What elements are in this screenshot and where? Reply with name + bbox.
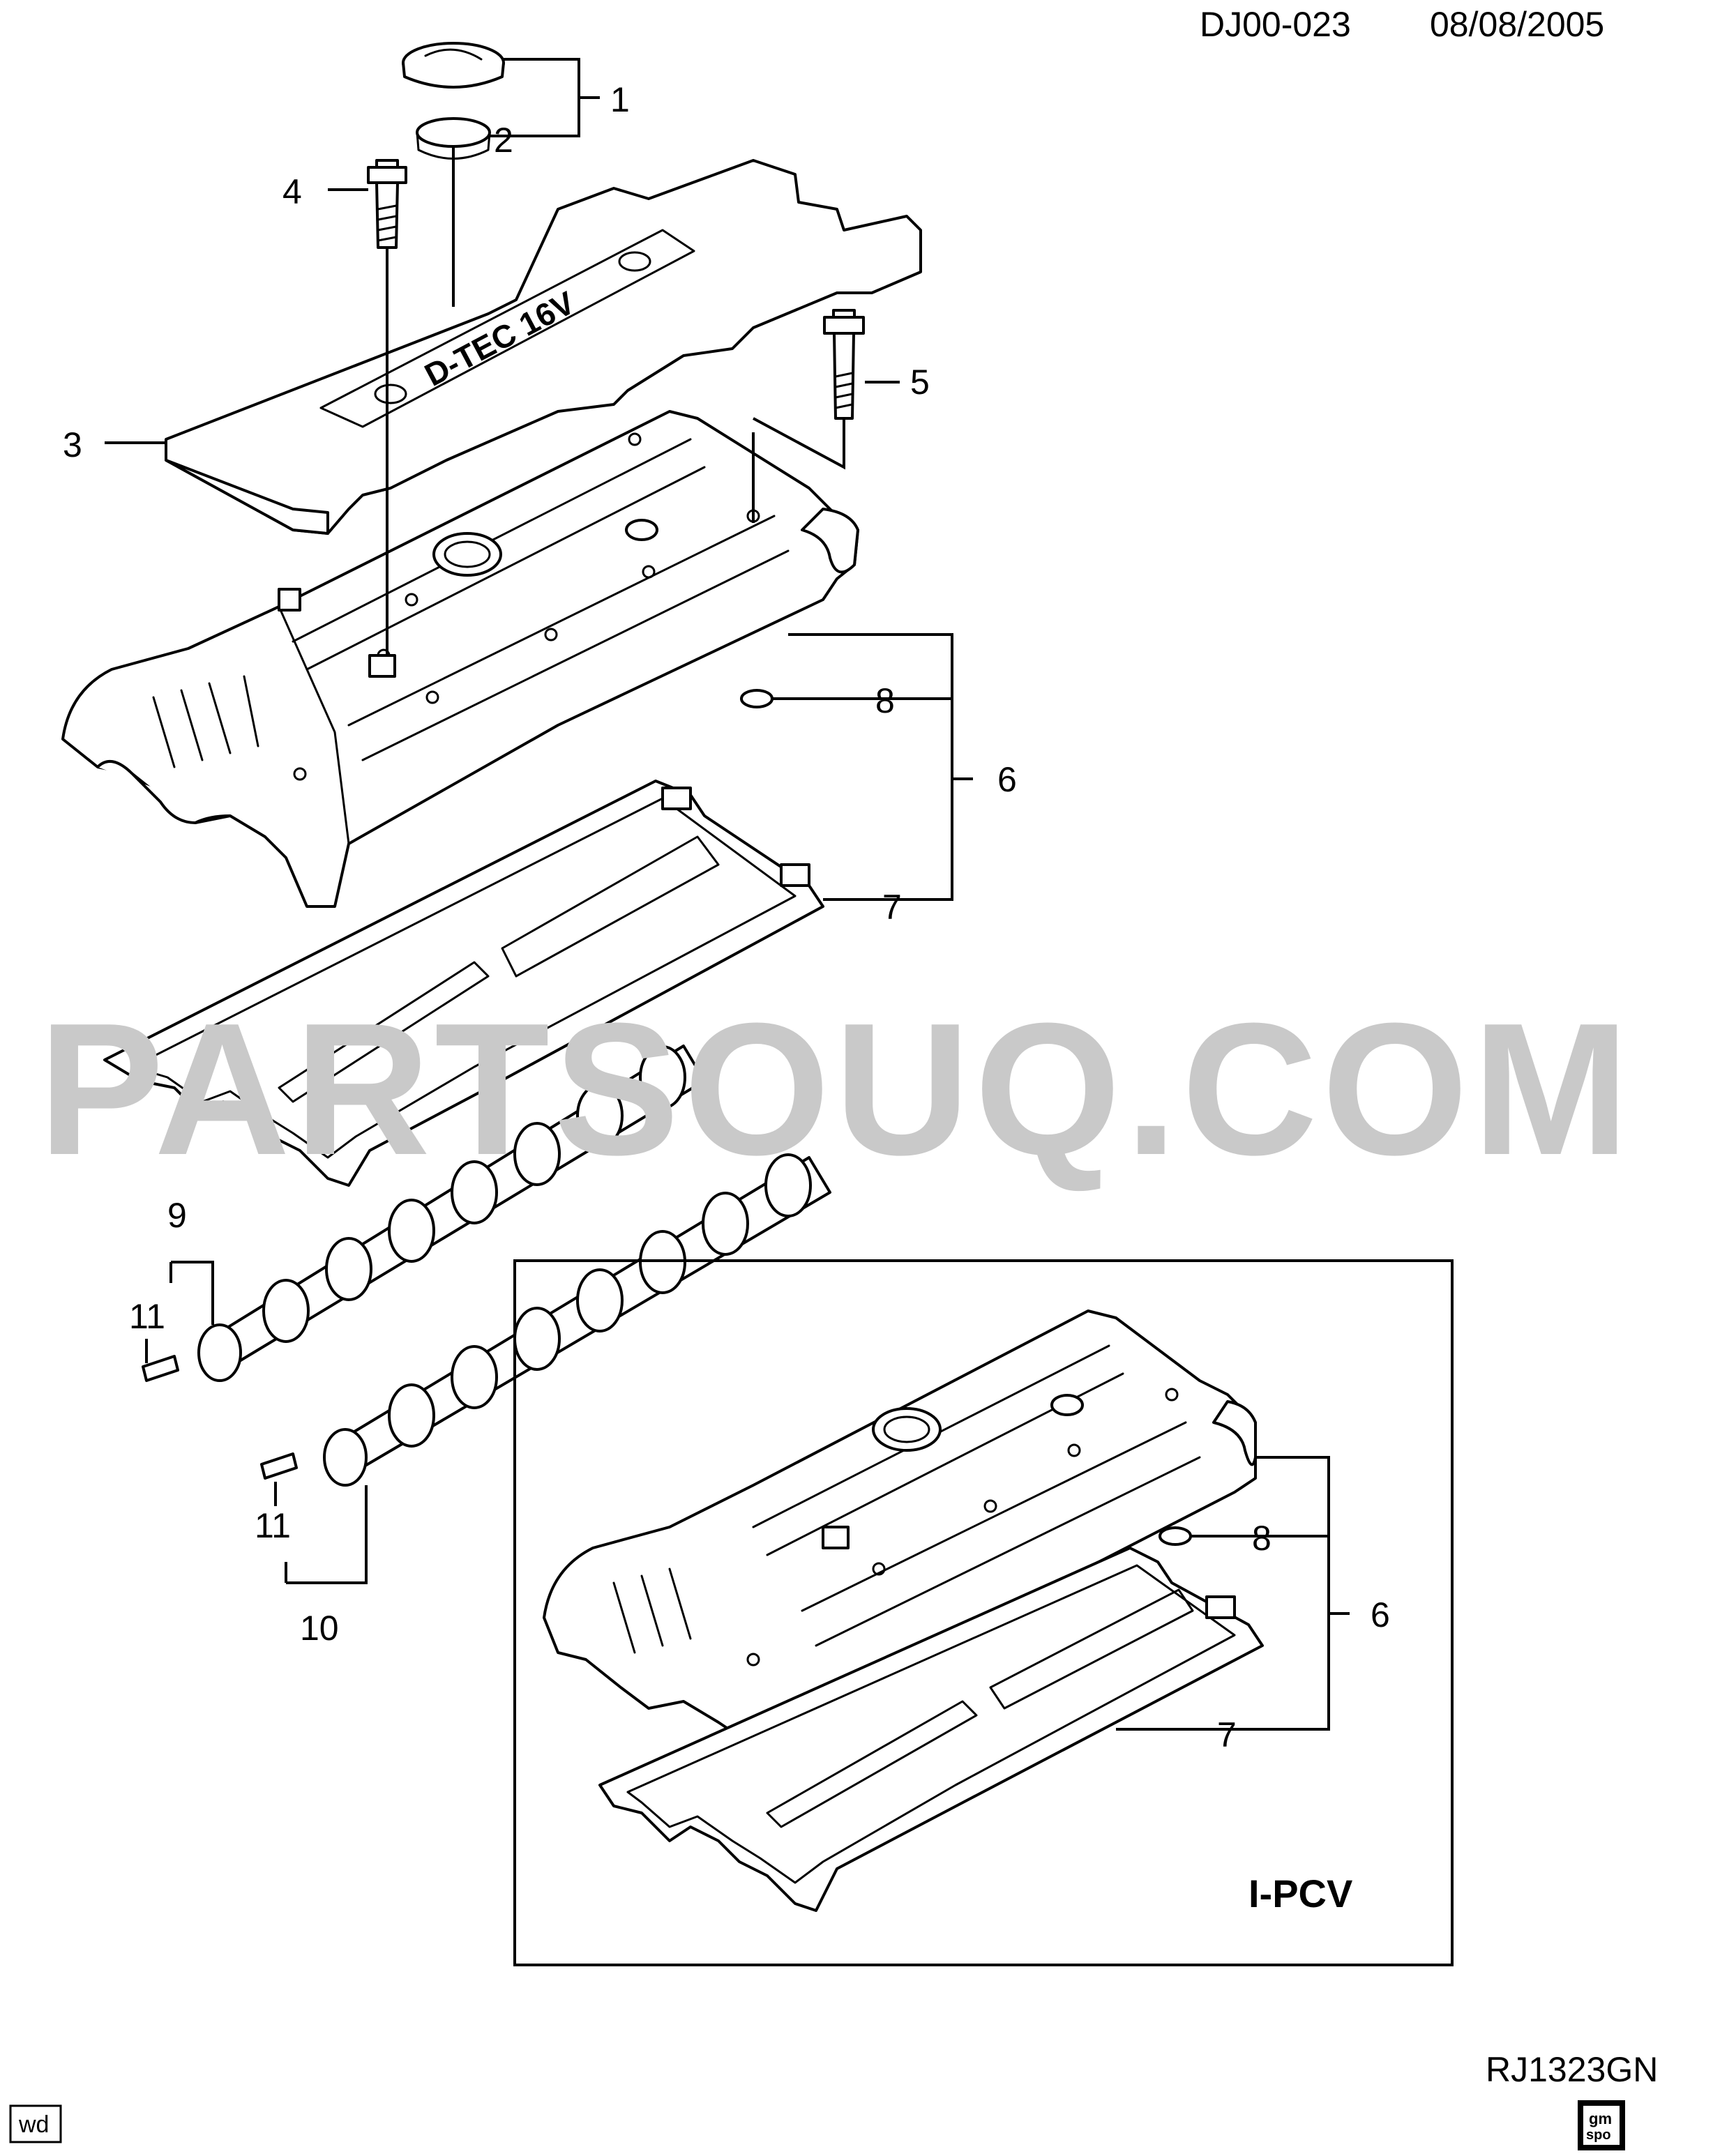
callout-7-main: 7 — [882, 888, 902, 927]
wd-tag-frame — [9, 2104, 62, 2143]
callout-6-inset: 6 — [1371, 1595, 1390, 1634]
cover-bolt-4 — [367, 159, 407, 249]
watermark: PARTSOUQ.COM — [38, 985, 1633, 1194]
callout-9: 9 — [167, 1196, 187, 1235]
pcv-seal-8-inset — [1159, 1526, 1192, 1546]
diagram-reference: RJ1323GN — [1486, 2050, 1658, 2089]
callout-2: 2 — [494, 121, 513, 160]
callout-6-main: 6 — [997, 760, 1017, 799]
callout-4: 4 — [282, 172, 302, 211]
callout-7-inset: 7 — [1217, 1715, 1237, 1754]
leader-lines — [105, 58, 1350, 1731]
inset-frame — [513, 1259, 1454, 1966]
wd-tag: wd — [18, 2111, 49, 2138]
callout-8-main: 8 — [875, 681, 895, 720]
oil-filler-cap — [402, 42, 505, 89]
callout-10: 10 — [300, 1609, 339, 1648]
inset-label: I-PCV — [1248, 1872, 1352, 1915]
callout-1: 1 — [610, 80, 630, 119]
inset-cover-gasket — [598, 1547, 1264, 1912]
diagram-code: DJ00-023 — [1200, 5, 1351, 44]
camshaft-9 — [197, 1045, 706, 1382]
gm-spo-logo: gm spo — [1578, 2100, 1625, 2150]
svg-text:gm: gm — [1589, 2110, 1612, 2127]
svg-text:spo: spo — [1586, 2127, 1611, 2143]
cover-bolt-5 — [823, 309, 865, 420]
pin-11-lower — [260, 1452, 298, 1480]
cylinder-head-cover — [61, 410, 859, 908]
callout-11-upper: 11 — [129, 1297, 165, 1336]
callout-8-inset: 8 — [1252, 1519, 1271, 1558]
inset-cylinder-head-cover — [543, 1309, 1257, 1786]
pin-11-upper — [142, 1355, 179, 1382]
pcv-seal-8-main — [740, 689, 774, 708]
callout-3: 3 — [63, 425, 82, 464]
camshaft-10 — [323, 1153, 831, 1487]
cover-gasket-main — [103, 780, 824, 1187]
callout-5: 5 — [910, 363, 930, 402]
callout-11-lower: 11 — [255, 1506, 291, 1545]
diagram-date: 08/08/2005 — [1430, 5, 1604, 44]
